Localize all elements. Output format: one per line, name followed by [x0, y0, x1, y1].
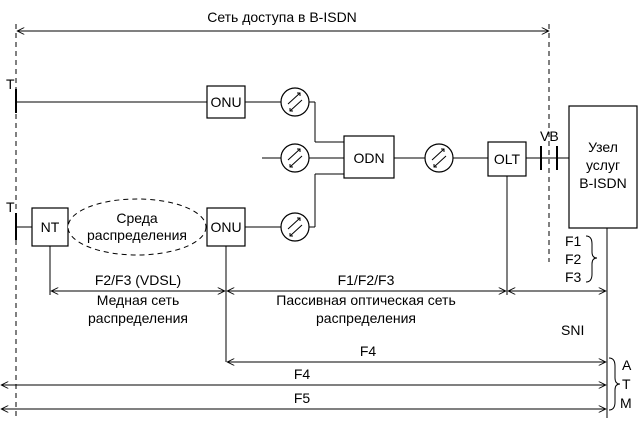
olt-box [487, 141, 527, 177]
f1-label: F1 [565, 233, 582, 249]
optical-converter-icon-feeder [424, 143, 454, 173]
diagram-title: Сеть доступа в B-ISDN [207, 9, 357, 25]
optical-flows-label: F1/F2/F3 [338, 272, 395, 288]
distribution-medium-label-line2: распределения [87, 227, 187, 243]
optical-converter-icon-top [280, 87, 310, 117]
copper-name-line2: распределения [88, 310, 188, 326]
service-node-label-line3: B-ISDN [579, 175, 626, 191]
optical-name-line2: распределения [316, 310, 416, 326]
service-node-box [568, 105, 638, 229]
f3-label: F3 [565, 269, 582, 285]
odn-label: ODN [353, 150, 384, 166]
copper-name-line1: Медная сеть [97, 292, 179, 308]
copper-flows-label: F2/F3 (VDSL) [95, 272, 181, 288]
optical-converter-icon-middle [280, 143, 310, 173]
distribution-medium-ellipse [67, 198, 207, 256]
atm-letter-m: M [620, 395, 632, 411]
onu-bottom-label: ONU [210, 219, 241, 235]
olt-label: OLT [494, 151, 521, 167]
f4-long-label: F4 [294, 366, 311, 382]
service-node-label-line1: Узел [588, 139, 618, 155]
terminal-label-bottom: T [6, 199, 15, 215]
service-node-label-line2: услуг [586, 157, 620, 173]
sni-label: SNI [561, 322, 584, 338]
f4-short-label: F4 [360, 343, 377, 359]
odn-box [343, 135, 395, 179]
onu-top-box [206, 85, 246, 119]
atm-brace [608, 357, 621, 411]
f-stack-brace [585, 235, 598, 283]
nt-label: NT [41, 219, 60, 235]
distribution-medium-label-line1: Среда [116, 210, 158, 226]
optical-name-line1: Пассивная оптическая сеть [276, 292, 456, 308]
optical-converter-icon-bottom [280, 212, 310, 242]
terminal-label-top: T [6, 76, 15, 92]
onu-top-label: ONU [210, 94, 241, 110]
f5-label: F5 [294, 390, 311, 406]
vb-label: VB [540, 128, 559, 144]
atm-letter-t: T [622, 376, 631, 392]
f2-label: F2 [565, 251, 582, 267]
atm-letter-a: A [622, 357, 632, 373]
